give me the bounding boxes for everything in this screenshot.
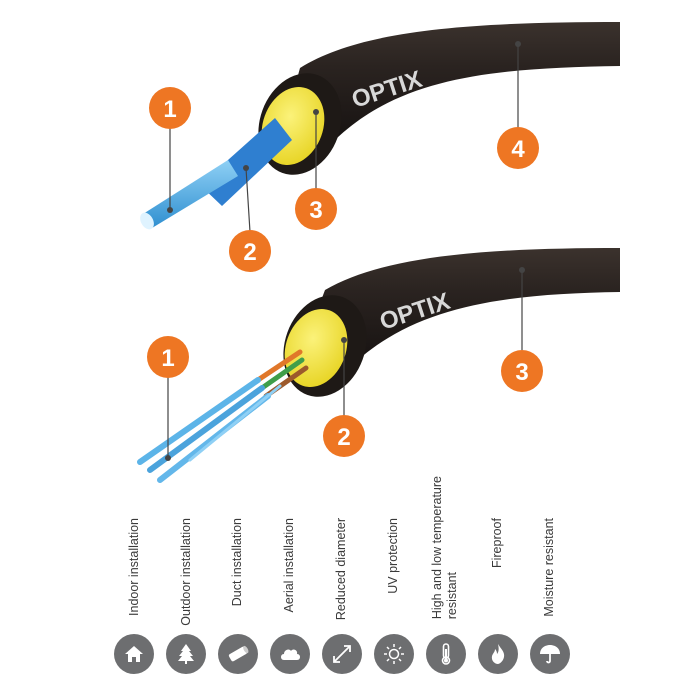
svg-text:1: 1 <box>161 345 174 372</box>
callout-top-3: 3 <box>295 188 337 230</box>
house-icon <box>114 634 154 674</box>
callout-top-4: 4 <box>497 127 539 169</box>
feature-label-moisture: Moisture resistant <box>542 518 556 617</box>
diagonal-arrow-icon <box>322 634 362 674</box>
callout-top-1: 1 <box>149 87 191 129</box>
outer-jacket <box>315 248 620 372</box>
thermometer-icon <box>426 634 466 674</box>
aramid-yarn <box>284 309 348 387</box>
cloud-icon <box>270 634 310 674</box>
callout-bottom-2: 2 <box>323 415 365 457</box>
callout-bottom-3: 3 <box>501 350 543 392</box>
sun-icon <box>374 634 414 674</box>
svg-text:2: 2 <box>243 239 256 266</box>
svg-text:2: 2 <box>337 424 350 451</box>
cable-diagram: OPTIX 1 2 3 4 <box>137 22 620 483</box>
callout-bottom-1: 1 <box>147 336 189 378</box>
tree-icon <box>166 634 206 674</box>
pipe-icon <box>218 634 258 674</box>
flame-icon <box>478 634 518 674</box>
svg-text:3: 3 <box>515 359 528 386</box>
outer-jacket <box>294 22 620 150</box>
svg-text:1: 1 <box>163 96 176 123</box>
svg-text:4: 4 <box>511 136 525 163</box>
svg-text:3: 3 <box>309 197 322 224</box>
cable-bottom: OPTIX 1 2 3 <box>137 248 620 483</box>
callout-top-2: 2 <box>229 230 271 272</box>
cable-top: OPTIX 1 2 3 4 <box>140 22 620 272</box>
umbrella-icon <box>530 634 570 674</box>
optical-fiber <box>143 160 238 228</box>
